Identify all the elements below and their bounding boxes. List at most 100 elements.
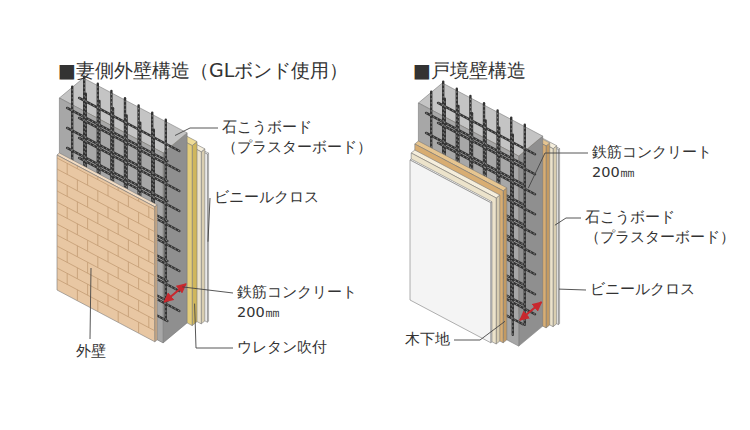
tile-joint xyxy=(77,290,78,301)
tile-joint xyxy=(57,169,155,221)
gypsum-board-face xyxy=(553,146,557,327)
tile-joint xyxy=(108,229,109,240)
tile-joint xyxy=(118,289,119,300)
tile-joint xyxy=(57,202,155,254)
tile-joint xyxy=(138,234,139,245)
leader-line xyxy=(195,304,233,348)
tile-joint xyxy=(108,185,109,196)
tile-joint xyxy=(97,169,98,180)
tile-joint xyxy=(97,213,98,224)
tile-joint xyxy=(118,245,119,256)
rebar-rib xyxy=(438,103,535,154)
part-label: 木下地 xyxy=(405,330,450,350)
tile-joint xyxy=(77,224,78,235)
part-label: ビニールクロス xyxy=(214,188,319,208)
leader-lines xyxy=(90,128,588,348)
tile-joint xyxy=(138,278,139,289)
tile-joint xyxy=(97,279,98,290)
party-wall-illustration xyxy=(410,82,560,347)
tile-joint xyxy=(87,196,88,207)
leader-line xyxy=(175,128,218,136)
tile-joint xyxy=(77,268,78,279)
leader-line xyxy=(208,198,210,242)
tile-joints xyxy=(57,158,155,333)
rebar-bar xyxy=(165,120,167,320)
section-title: ■妻側外壁構造（GLボンド使用） xyxy=(58,58,348,84)
section-title: ■戸境壁構造 xyxy=(413,58,526,84)
tile-joint xyxy=(148,273,149,284)
tile-joint xyxy=(57,213,155,265)
rebar-bar xyxy=(79,98,179,151)
tile-joint xyxy=(87,262,88,273)
tile-layer xyxy=(57,153,157,342)
rebar-rib xyxy=(79,118,179,171)
leader-line xyxy=(90,268,91,339)
tile-joint xyxy=(108,251,109,262)
tile-joint xyxy=(128,284,129,295)
tile-joint xyxy=(138,190,139,201)
tile-joint xyxy=(128,240,129,251)
tile-joint xyxy=(87,174,88,185)
tile-joint xyxy=(148,295,149,306)
tile-joint xyxy=(148,229,149,240)
tile-joint xyxy=(57,224,155,276)
tile-joint xyxy=(97,257,98,268)
leader-line xyxy=(559,289,586,291)
tile-joint xyxy=(67,273,68,284)
rebar-bar xyxy=(524,125,526,325)
part-label: 外壁 xyxy=(76,342,106,362)
tile-face xyxy=(57,155,155,342)
tile-face xyxy=(155,205,157,342)
tile-joint xyxy=(118,201,119,212)
gypsum-board-face xyxy=(201,149,205,324)
part-label: ウレタン吹付 xyxy=(237,338,327,358)
vinyl-cloth-layer xyxy=(410,159,492,343)
rebar-rib xyxy=(512,135,513,335)
tile-joint xyxy=(77,158,78,169)
part-label: 鉄筋コンクリート 200㎜ xyxy=(237,283,357,322)
part-label: 石こうボード （プラスターボード） xyxy=(585,208,735,247)
tile-joint xyxy=(67,163,68,174)
urethane-face xyxy=(192,142,197,326)
tile-joint xyxy=(128,262,129,273)
part-label: 石こうボード （プラスターボード） xyxy=(222,118,372,157)
tile-joint xyxy=(57,235,155,287)
rebar-rib xyxy=(79,98,179,151)
tile-joint xyxy=(87,218,88,229)
tile-joint xyxy=(138,300,139,311)
tile-joint xyxy=(57,180,155,232)
tile-joint xyxy=(97,191,98,202)
tile-joint xyxy=(57,191,155,243)
tile-joint xyxy=(67,251,68,262)
part-label: ビニールクロス xyxy=(590,280,695,300)
tile-joint xyxy=(138,322,139,333)
part-label: 鉄筋コンクリート 200㎜ xyxy=(592,143,712,182)
tile-joint xyxy=(148,207,149,218)
rebar-rib xyxy=(524,125,525,325)
tile-joint xyxy=(128,196,129,207)
tile-joint xyxy=(138,212,139,223)
tile-joint xyxy=(57,268,155,320)
wood-furring-face xyxy=(546,143,550,328)
leader-line xyxy=(454,321,505,340)
tile-joint xyxy=(118,267,119,278)
leader-line xyxy=(555,218,581,225)
tile-joint xyxy=(67,185,68,196)
tile-joint xyxy=(87,240,88,251)
tile-joint xyxy=(128,306,129,317)
tile-joint xyxy=(87,284,88,295)
tile-joint xyxy=(57,279,155,331)
rebar-rib xyxy=(511,118,512,318)
tile-joint xyxy=(57,246,155,298)
tile-joint xyxy=(118,179,119,190)
tile-joint xyxy=(77,202,78,213)
tile-joint xyxy=(128,218,129,229)
tile-joint xyxy=(118,311,119,322)
tile-joint xyxy=(148,251,149,262)
rebar-bar xyxy=(438,103,535,154)
tile-joint xyxy=(77,180,78,191)
tile-joint xyxy=(77,246,78,257)
tile-joint xyxy=(148,317,149,328)
rebar-bar xyxy=(79,118,179,171)
